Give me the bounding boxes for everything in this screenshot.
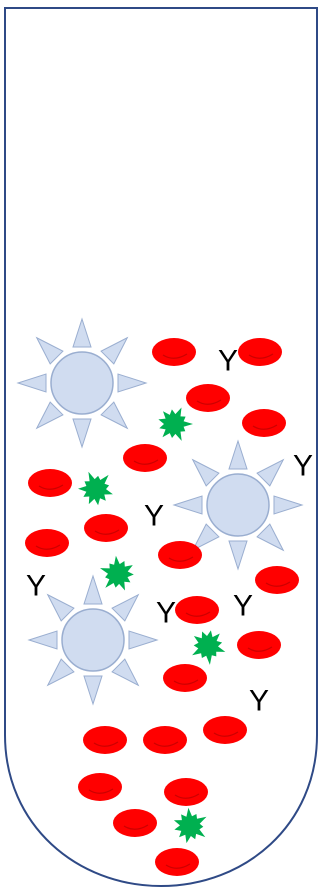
- red-blood-cell-body: [84, 514, 128, 542]
- red-blood-cell-icon: [123, 444, 167, 472]
- red-blood-cell-body: [155, 848, 199, 876]
- red-blood-cell-body: [203, 716, 247, 744]
- red-blood-cell-body: [113, 809, 157, 837]
- red-blood-cell-body: [78, 773, 122, 801]
- antibody-label: Y: [156, 597, 176, 630]
- red-blood-cell-icon: [164, 778, 208, 806]
- red-blood-cell-body: [237, 631, 281, 659]
- red-blood-cell-icon: [152, 338, 196, 366]
- antibody-label: Y: [249, 685, 269, 718]
- antibody-label: Y: [293, 450, 313, 483]
- red-blood-cell-icon: [163, 664, 207, 692]
- red-blood-cell-body: [25, 529, 69, 557]
- red-blood-cell-body: [186, 384, 230, 412]
- red-blood-cell-body: [238, 338, 282, 366]
- red-blood-cell-icon: [238, 338, 282, 366]
- red-blood-cell-icon: [158, 541, 202, 569]
- red-blood-cell-icon: [83, 726, 127, 754]
- red-blood-cell-body: [123, 444, 167, 472]
- white-blood-cell-icon: [18, 319, 146, 447]
- red-blood-cell-body: [164, 778, 208, 806]
- red-blood-cell-icon: [78, 773, 122, 801]
- white-blood-cell-body: [51, 352, 113, 414]
- red-blood-cell-body: [175, 596, 219, 624]
- red-blood-cell-icon: [237, 631, 281, 659]
- antibody-label: Y: [233, 590, 253, 623]
- antibody-label: Y: [218, 345, 238, 378]
- red-blood-cell-icon: [25, 529, 69, 557]
- red-blood-cell-icon: [255, 566, 299, 594]
- red-blood-cell-icon: [28, 469, 72, 497]
- antibody-label: Y: [26, 570, 46, 603]
- test-tube-outline: [5, 8, 317, 886]
- red-blood-cell-icon: [155, 848, 199, 876]
- white-blood-cell-body: [62, 609, 124, 671]
- red-blood-cell-icon: [242, 409, 286, 437]
- red-blood-cell-body: [163, 664, 207, 692]
- white-blood-cell-body: [207, 474, 269, 536]
- red-blood-cell-body: [242, 409, 286, 437]
- red-blood-cell-icon: [84, 514, 128, 542]
- red-blood-cell-icon: [175, 596, 219, 624]
- red-blood-cell-icon: [186, 384, 230, 412]
- red-blood-cell-body: [143, 726, 187, 754]
- red-blood-cell-icon: [203, 716, 247, 744]
- red-blood-cell-icon: [143, 726, 187, 754]
- red-blood-cell-body: [255, 566, 299, 594]
- white-blood-cell-icon: [29, 576, 157, 704]
- red-blood-cell-body: [158, 541, 202, 569]
- red-blood-cell-body: [152, 338, 196, 366]
- red-blood-cell-icon: [113, 809, 157, 837]
- red-blood-cell-body: [28, 469, 72, 497]
- antibody-label: Y: [144, 500, 164, 533]
- red-blood-cell-body: [83, 726, 127, 754]
